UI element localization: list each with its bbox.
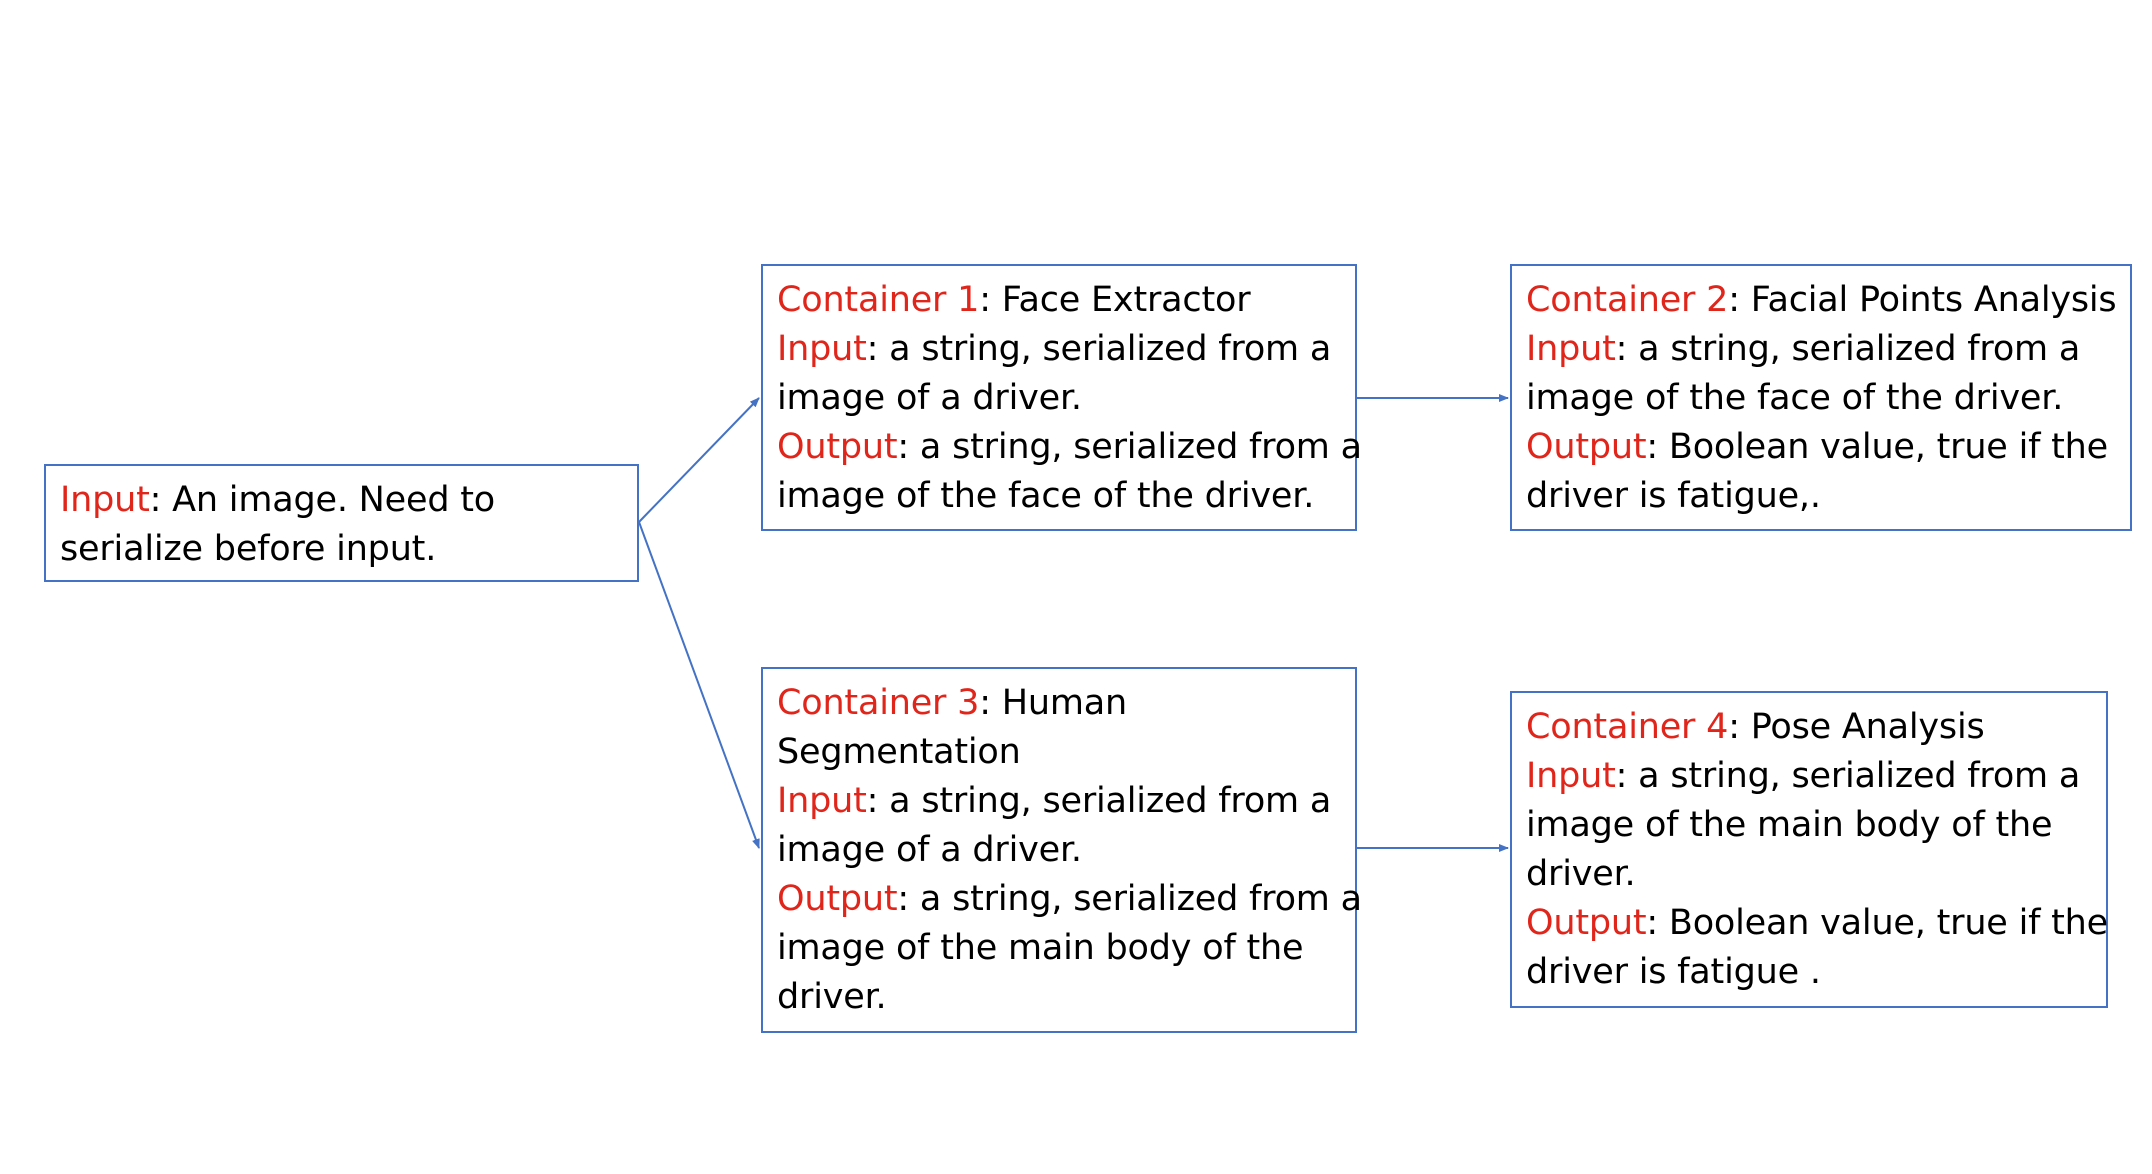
container-1-input-continued: image of a driver.	[777, 378, 1082, 418]
container-3-title-key: Container 3	[777, 683, 980, 723]
container-1-input: Input: a string, serialized from a	[777, 325, 1341, 374]
container-4-node: Container 4: Pose Analysis Input: a stri…	[1510, 691, 2108, 1008]
container-1-output-continued: image of the face of the driver.	[777, 476, 1315, 516]
container-1-input-text: : a string, serialized from a	[866, 329, 1332, 369]
container-4-output-continued: driver is fatigue .	[1526, 952, 1821, 992]
container-1-output: Output: a string, serialized from a	[777, 423, 1362, 472]
container-3-title: Container 3: Human	[777, 679, 1341, 728]
container-4-output: Output: Boolean value, true if the	[1526, 899, 2108, 948]
input-key: Input	[60, 480, 150, 520]
container-2-input-key: Input	[1526, 329, 1616, 369]
container-1-title-key: Container 1	[777, 280, 980, 320]
container-3-output: Output: a string, serialized from a	[777, 875, 1362, 924]
container-3-input-continued: image of a driver.	[777, 830, 1082, 870]
container-2-title-text: : Facial Points Analysis	[1728, 280, 2117, 320]
container-4-output-text: : Boolean value, true if the	[1646, 903, 2108, 943]
container-2-output-continued: driver is fatigue,.	[1526, 476, 1821, 516]
container-4-input-key: Input	[1526, 756, 1616, 796]
container-2-input-continued: image of the face of the driver.	[1526, 378, 2064, 418]
arrow-input-to-container-3	[638, 521, 760, 849]
container-3-input-text: : a string, serialized from a	[866, 781, 1332, 821]
container-2-input-text: : a string, serialized from a	[1615, 329, 2081, 369]
input-text-continued: serialize before input.	[60, 529, 437, 569]
container-4-title-text: : Pose Analysis	[1728, 707, 1985, 747]
container-1-output-text: : a string, serialized from a	[897, 427, 1362, 467]
container-1-node: Container 1: Face Extractor Input: a str…	[761, 264, 1362, 531]
container-2-output: Output: Boolean value, true if the	[1526, 423, 2116, 472]
container-1-input-key: Input	[777, 329, 867, 369]
container-4-title: Container 4: Pose Analysis	[1526, 703, 2092, 752]
container-1-title: Container 1: Face Extractor	[777, 276, 1341, 325]
container-1-title-text: : Face Extractor	[979, 280, 1251, 320]
container-3-node: Container 3: Human Segmentation Input: a…	[761, 667, 1362, 1033]
container-3-output-key: Output	[777, 879, 898, 919]
input-text: : An image. Need to	[149, 480, 496, 520]
arrow-input-to-container-1	[638, 397, 760, 523]
container-2-title-key: Container 2	[1526, 280, 1729, 320]
container-3-output-continued: image of the main body of the	[777, 928, 1304, 968]
container-3-title-text: : Human	[979, 683, 1127, 723]
container-4-input-continued: image of the main body of the	[1526, 805, 2053, 845]
container-3-output-continued-2: driver.	[777, 977, 887, 1017]
input-line: Input: An image. Need to	[60, 476, 623, 525]
container-3-title-continued: Segmentation	[777, 732, 1021, 772]
container-2-output-text: : Boolean value, true if the	[1646, 427, 2108, 467]
container-1-output-key: Output	[777, 427, 898, 467]
container-4-output-key: Output	[1526, 903, 1647, 943]
container-2-node: Container 2: Facial Points Analysis Inpu…	[1510, 264, 2132, 531]
container-3-input: Input: a string, serialized from a	[777, 777, 1341, 826]
container-4-input-text: : a string, serialized from a	[1615, 756, 2081, 796]
container-2-input: Input: a string, serialized from a	[1526, 325, 2116, 374]
container-4-input-continued-2: driver.	[1526, 854, 1636, 894]
container-2-title: Container 2: Facial Points Analysis	[1526, 276, 2117, 325]
container-4-title-key: Container 4	[1526, 707, 1729, 747]
container-3-output-text: : a string, serialized from a	[897, 879, 1362, 919]
container-4-input: Input: a string, serialized from a	[1526, 752, 2092, 801]
input-node: Input: An image. Need to serialize befor…	[44, 464, 639, 582]
container-2-output-key: Output	[1526, 427, 1647, 467]
container-3-input-key: Input	[777, 781, 867, 821]
